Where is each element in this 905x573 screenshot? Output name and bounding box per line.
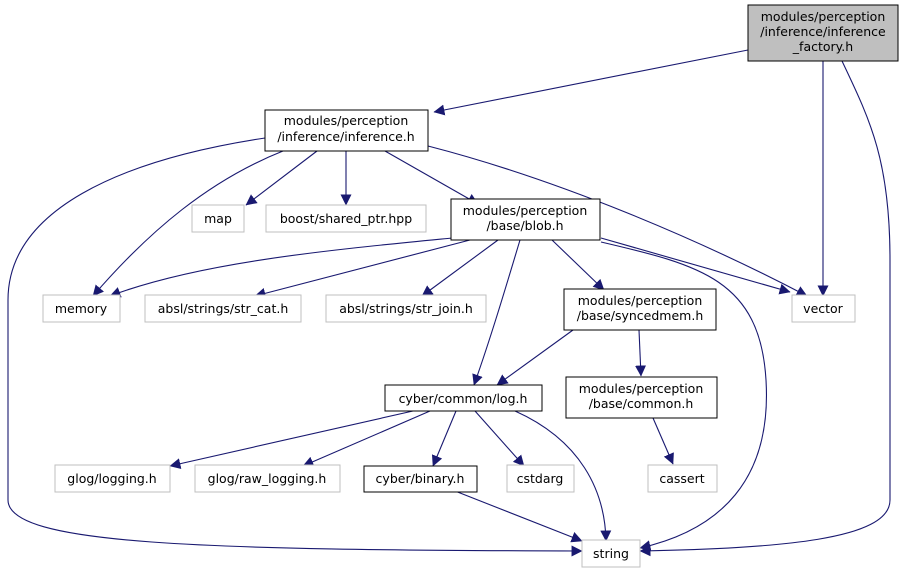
edge-blob-h-to-vector [600,237,791,295]
node-str-join[interactable]: absl/strings/str_join.h [325,294,487,323]
node-label-line: modules/perception [578,293,703,308]
node-label-line: absl/strings/str_cat.h [158,301,289,316]
node-label-line: /base/syncedmem.h [577,308,704,323]
node-label-line: /base/blob.h [486,218,563,233]
node-common-h[interactable]: modules/perception /base/common.h [565,376,718,419]
edge-blob-h-to-memory [109,237,453,298]
node-label-line: cstdarg [517,471,564,486]
node-label-line: memory [55,301,108,316]
node-binary-h[interactable]: cyber/binary.h [363,465,478,493]
node-label-line: boost/shared_ptr.hpp [280,211,412,226]
node-label-line: cyber/common/log.h [399,391,528,406]
edge-binary-h-to-string [454,490,583,543]
node-vector[interactable]: vector [791,294,856,323]
edge-inference-factory-to-string [639,60,891,557]
edge-log-h-to-cstdarg [474,410,525,467]
node-label-line: map [204,211,232,226]
node-map[interactable]: map [191,204,245,233]
edge-syncedmem-h-to-log-h [496,329,574,386]
node-label-line: /inference/inference.h [277,129,414,144]
node-glog-logging[interactable]: glog/logging.h [54,464,171,493]
edge-blob-h-to-log-h [472,239,521,386]
node-label-line: /inference/inference [760,24,886,39]
node-label-line: absl/strings/str_join.h [339,301,473,316]
node-syncedmem-h[interactable]: modules/perception /base/syncedmem.h [563,288,717,331]
edge-inference-h-to-string [7,137,583,557]
edge-blob-h-to-syncedmem-h [551,239,605,291]
edge-syncedmem-h-to-common-h [635,329,647,377]
node-label-line: _factory.h [792,39,853,54]
edge-inference-factory-to-inference-h [433,49,749,116]
node-cassert[interactable]: cassert [647,464,718,493]
node-str-cat[interactable]: absl/strings/str_cat.h [144,294,302,323]
edge-blob-h-to-str-join [421,239,499,297]
node-inference-h[interactable]: modules/perception /inference/inference.… [264,109,429,152]
edge-log-h-to-binary-h [431,410,457,467]
edge-log-h-to-string [514,410,612,542]
node-inference-factory[interactable]: modules/perception /inference/inference … [747,4,899,62]
node-label-line: glog/raw_logging.h [208,471,327,486]
node-label-line: modules/perception [284,113,409,128]
node-label-line: modules/perception [579,381,704,396]
node-string[interactable]: string [581,539,641,568]
node-label-line: vector [803,301,844,316]
edge-inference-h-to-vector [427,145,808,297]
edge-blob-h-to-str-cat [254,239,471,299]
edge-inference-h-to-memory [92,150,284,297]
node-boost-shared-ptr[interactable]: boost/shared_ptr.hpp [265,204,427,233]
node-cstdarg[interactable]: cstdarg [506,464,575,493]
edge-common-h-to-cassert [652,417,674,465]
edge-inference-h-to-blob-h [384,150,479,205]
node-label-line: cassert [659,471,704,486]
edge-log-h-to-glog-logging [169,410,414,470]
edge-log-h-to-glog-raw-logging [302,410,431,467]
node-label-line: modules/perception [463,203,588,218]
node-label-line: cyber/binary.h [376,471,465,486]
node-log-h[interactable]: cyber/common/log.h [384,384,543,412]
node-label-line: glog/logging.h [67,471,156,486]
edge-inference-h-to-map [245,150,318,206]
node-blob-h[interactable]: modules/perception /base/blob.h [450,198,601,241]
node-memory[interactable]: memory [42,294,121,323]
node-label-line: string [593,546,629,561]
node-label-line: /base/common.h [589,396,694,411]
node-label-line: modules/perception [761,9,886,24]
edge-blob-h-to-string [600,241,768,552]
node-glog-raw-logging[interactable]: glog/raw_logging.h [194,464,341,493]
